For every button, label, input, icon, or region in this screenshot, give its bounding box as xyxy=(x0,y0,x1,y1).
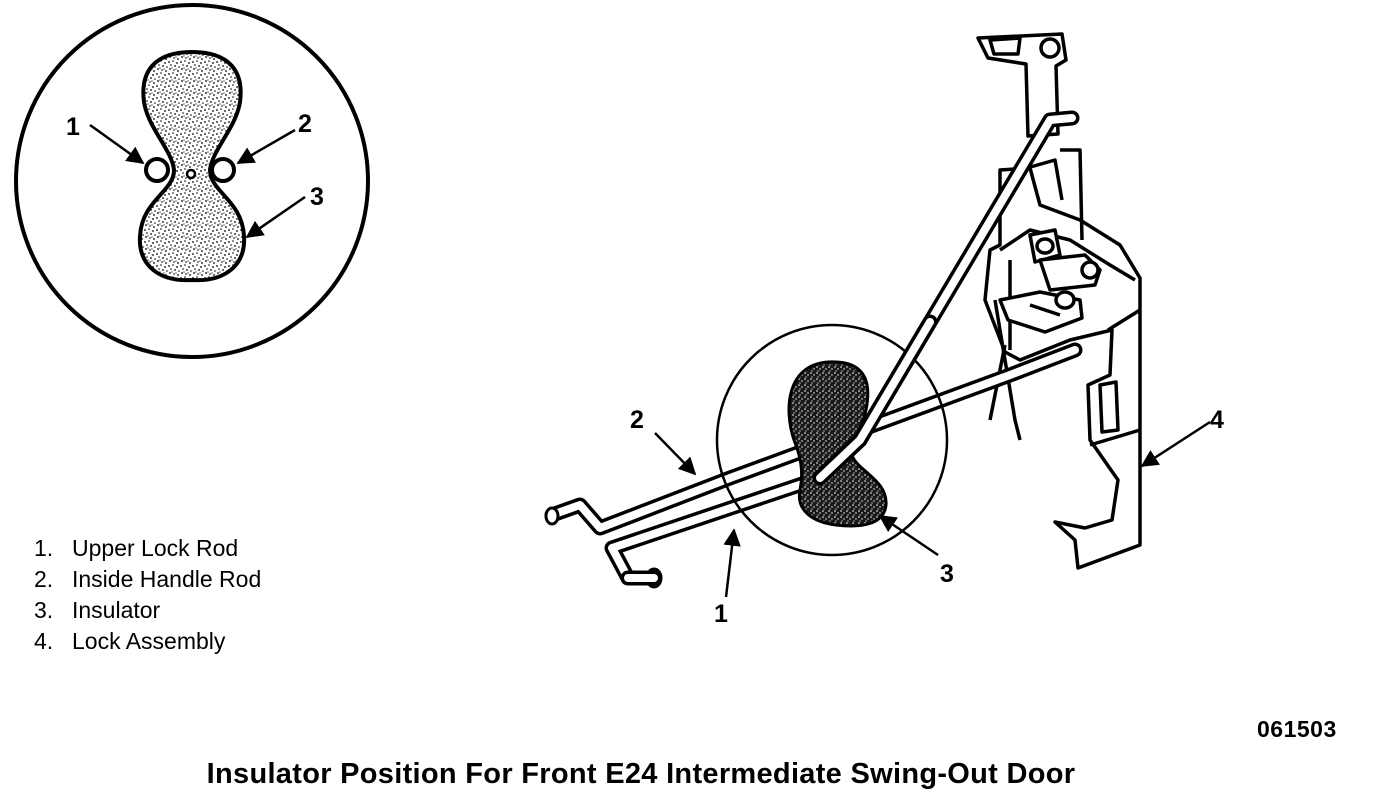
legend-label: Inside Handle Rod xyxy=(72,566,262,592)
main-insulator xyxy=(787,360,888,528)
legend-num: 4. xyxy=(34,628,54,654)
detail-circle xyxy=(14,3,370,359)
legend-item: 2. Inside Handle Rod xyxy=(34,564,261,595)
detail-arrow-3 xyxy=(245,195,306,239)
legend-label: Insulator xyxy=(72,597,161,623)
legend-num: 3. xyxy=(34,597,54,623)
figure-caption: Insulator Position For Front E24 Interme… xyxy=(206,758,1076,790)
legend-item: 4. Lock Assembly xyxy=(34,626,261,657)
legend-item: 1. Upper Lock Rod xyxy=(34,533,261,564)
figure-code: 061503 xyxy=(1257,716,1337,742)
detail-rod-2 xyxy=(210,157,236,183)
main-callout-1: 1 xyxy=(714,600,728,628)
detail-callout-1: 1 xyxy=(66,113,80,141)
detail-arrow-1 xyxy=(89,123,145,165)
detail-rod-1 xyxy=(144,157,170,183)
main-callout-3: 3 xyxy=(940,560,954,588)
detail-arrow-2 xyxy=(236,128,296,165)
detail-view: 1 2 3 xyxy=(14,3,370,359)
legend-label: Upper Lock Rod xyxy=(72,535,239,561)
detail-center-dot xyxy=(185,168,197,180)
detail-insulator-shape xyxy=(137,49,247,283)
main-callout-4: 4 xyxy=(1210,406,1224,434)
detail-callout-2: 2 xyxy=(298,110,312,138)
lock-assembly xyxy=(976,32,1142,570)
legend-label: Lock Assembly xyxy=(72,628,226,654)
legend: 1. Upper Lock Rod 2. Inside Handle Rod 3… xyxy=(34,533,261,657)
legend-num: 2. xyxy=(34,566,54,592)
main-callouts: 2 1 3 4 xyxy=(630,406,1224,628)
main-detail-circle xyxy=(715,323,949,557)
legend-num: 1. xyxy=(34,535,54,561)
detail-callout-3: 3 xyxy=(310,183,324,211)
main-callout-2: 2 xyxy=(630,406,644,434)
legend-item: 3. Insulator xyxy=(34,595,261,626)
